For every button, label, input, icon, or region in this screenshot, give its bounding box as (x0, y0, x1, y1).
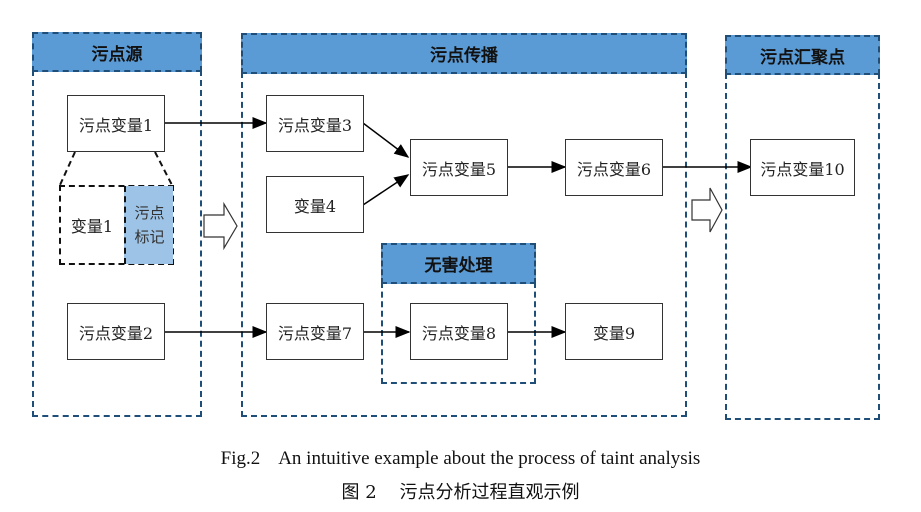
node-taint-var-1: 污点变量1 (67, 95, 165, 152)
edge-v3-v5 (362, 122, 410, 158)
expand-line-right (154, 151, 173, 186)
node-var-9: 变量9 (565, 303, 663, 360)
node-var-1: 变量1 (70, 217, 114, 236)
source-panel-header: 污点源 (32, 32, 202, 72)
expand-line-left (59, 151, 76, 186)
node-taint-var-6: 污点变量6 (565, 139, 663, 196)
caption-english: Fig.2 An intuitive example about the pro… (220, 448, 701, 469)
node-taint-var-7: 污点变量7 (266, 303, 364, 360)
propagation-panel-header: 污点传播 (241, 33, 687, 74)
node-taint-var-8: 污点变量8 (410, 303, 508, 360)
stage-arrow-2 (691, 187, 723, 233)
node-taint-var-10: 污点变量10 (750, 139, 855, 196)
node-taint-var-3: 污点变量3 (266, 95, 364, 152)
taint-mark-line2: 标记 (134, 228, 165, 246)
sanitize-panel-header: 无害处理 (381, 243, 536, 284)
node-taint-var-2: 污点变量2 (67, 303, 165, 360)
taint-mark-line1: 污点 (134, 204, 165, 222)
taint-tag-group (59, 185, 174, 265)
node-var-4: 变量4 (266, 176, 364, 233)
edge-var4-v5 (362, 174, 410, 206)
node-taint-var-5: 污点变量5 (410, 139, 508, 196)
sink-panel-header: 污点汇聚点 (725, 35, 880, 75)
stage-arrow-1 (203, 201, 238, 251)
caption-chinese: 图 2 污点分析过程直观示例 (341, 482, 580, 503)
taint-mark: 污点 标记 (124, 186, 173, 264)
